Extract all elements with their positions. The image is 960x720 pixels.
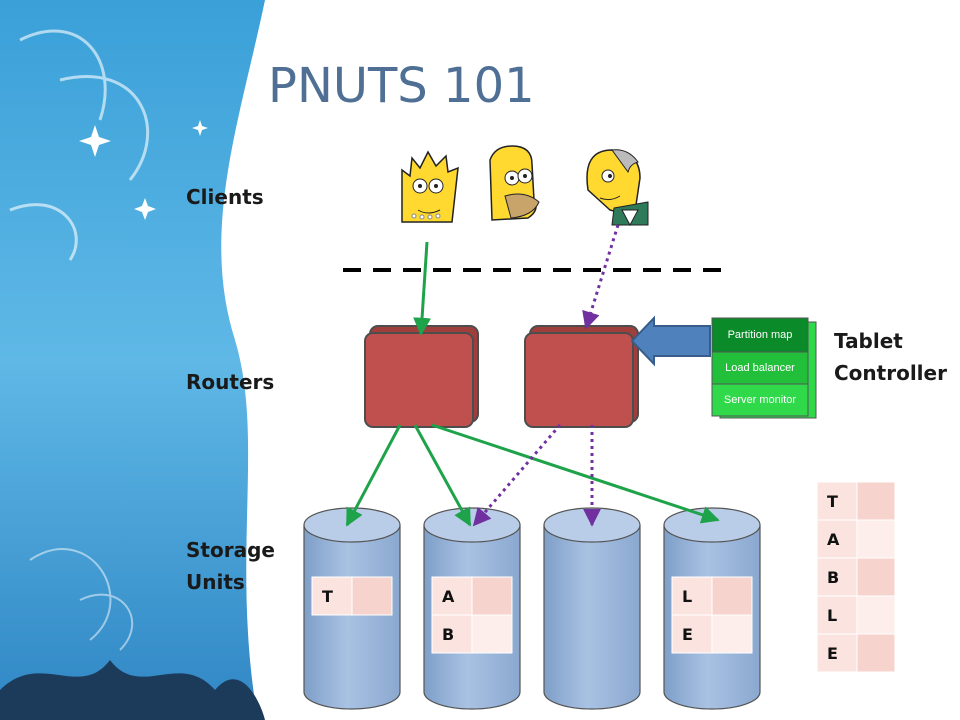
tablet-controller: Partition map Load balancer Server monit… bbox=[711, 317, 817, 419]
tc-server-monitor: Server monitor bbox=[724, 394, 796, 406]
table-key-E: E bbox=[827, 644, 838, 663]
storage-unit-3 bbox=[543, 507, 641, 710]
full-table: T A B L E bbox=[816, 481, 896, 673]
purple-request-arrows bbox=[472, 224, 620, 527]
storage-1-tablet-row: T bbox=[311, 576, 393, 616]
tc-partition-map: Partition map bbox=[728, 329, 793, 341]
label-storage-line1: Storage bbox=[186, 538, 275, 562]
background-decoration bbox=[0, 0, 265, 720]
label-storage-units: Storage Units bbox=[186, 534, 275, 598]
sparkle-icon bbox=[79, 120, 208, 220]
label-routers: Routers bbox=[186, 370, 275, 394]
client-homer-icon bbox=[489, 145, 540, 221]
storage-4-key-L: L bbox=[682, 587, 692, 606]
storage-4-key-E: E bbox=[682, 625, 693, 644]
tc-load-balancer: Load balancer bbox=[725, 362, 795, 374]
storage-2-tablet-rows: A B bbox=[431, 576, 513, 654]
label-tablet-controller: Tablet Controller bbox=[834, 325, 947, 389]
storage-2-key-B: B bbox=[442, 625, 454, 644]
slide-title: PNUTS 101 bbox=[268, 58, 535, 114]
client-burns-icon bbox=[586, 149, 649, 227]
router-1 bbox=[364, 325, 479, 428]
green-request-arrows bbox=[345, 241, 720, 527]
label-tablet-line2: Controller bbox=[834, 361, 947, 385]
storage-4-tablet-rows: L E bbox=[671, 576, 753, 654]
router-2 bbox=[524, 325, 639, 428]
table-key-T: T bbox=[827, 492, 838, 511]
table-key-B: B bbox=[827, 568, 839, 587]
label-tablet-line1: Tablet bbox=[834, 329, 903, 353]
label-clients: Clients bbox=[186, 185, 264, 209]
table-key-A: A bbox=[827, 530, 840, 549]
storage-1-key-T: T bbox=[322, 587, 333, 606]
table-key-L: L bbox=[827, 606, 837, 625]
label-storage-line2: Units bbox=[186, 570, 245, 594]
storage-2-key-A: A bbox=[442, 587, 455, 606]
controller-to-router-arrow bbox=[630, 315, 711, 367]
client-lisa-icon bbox=[401, 150, 459, 223]
